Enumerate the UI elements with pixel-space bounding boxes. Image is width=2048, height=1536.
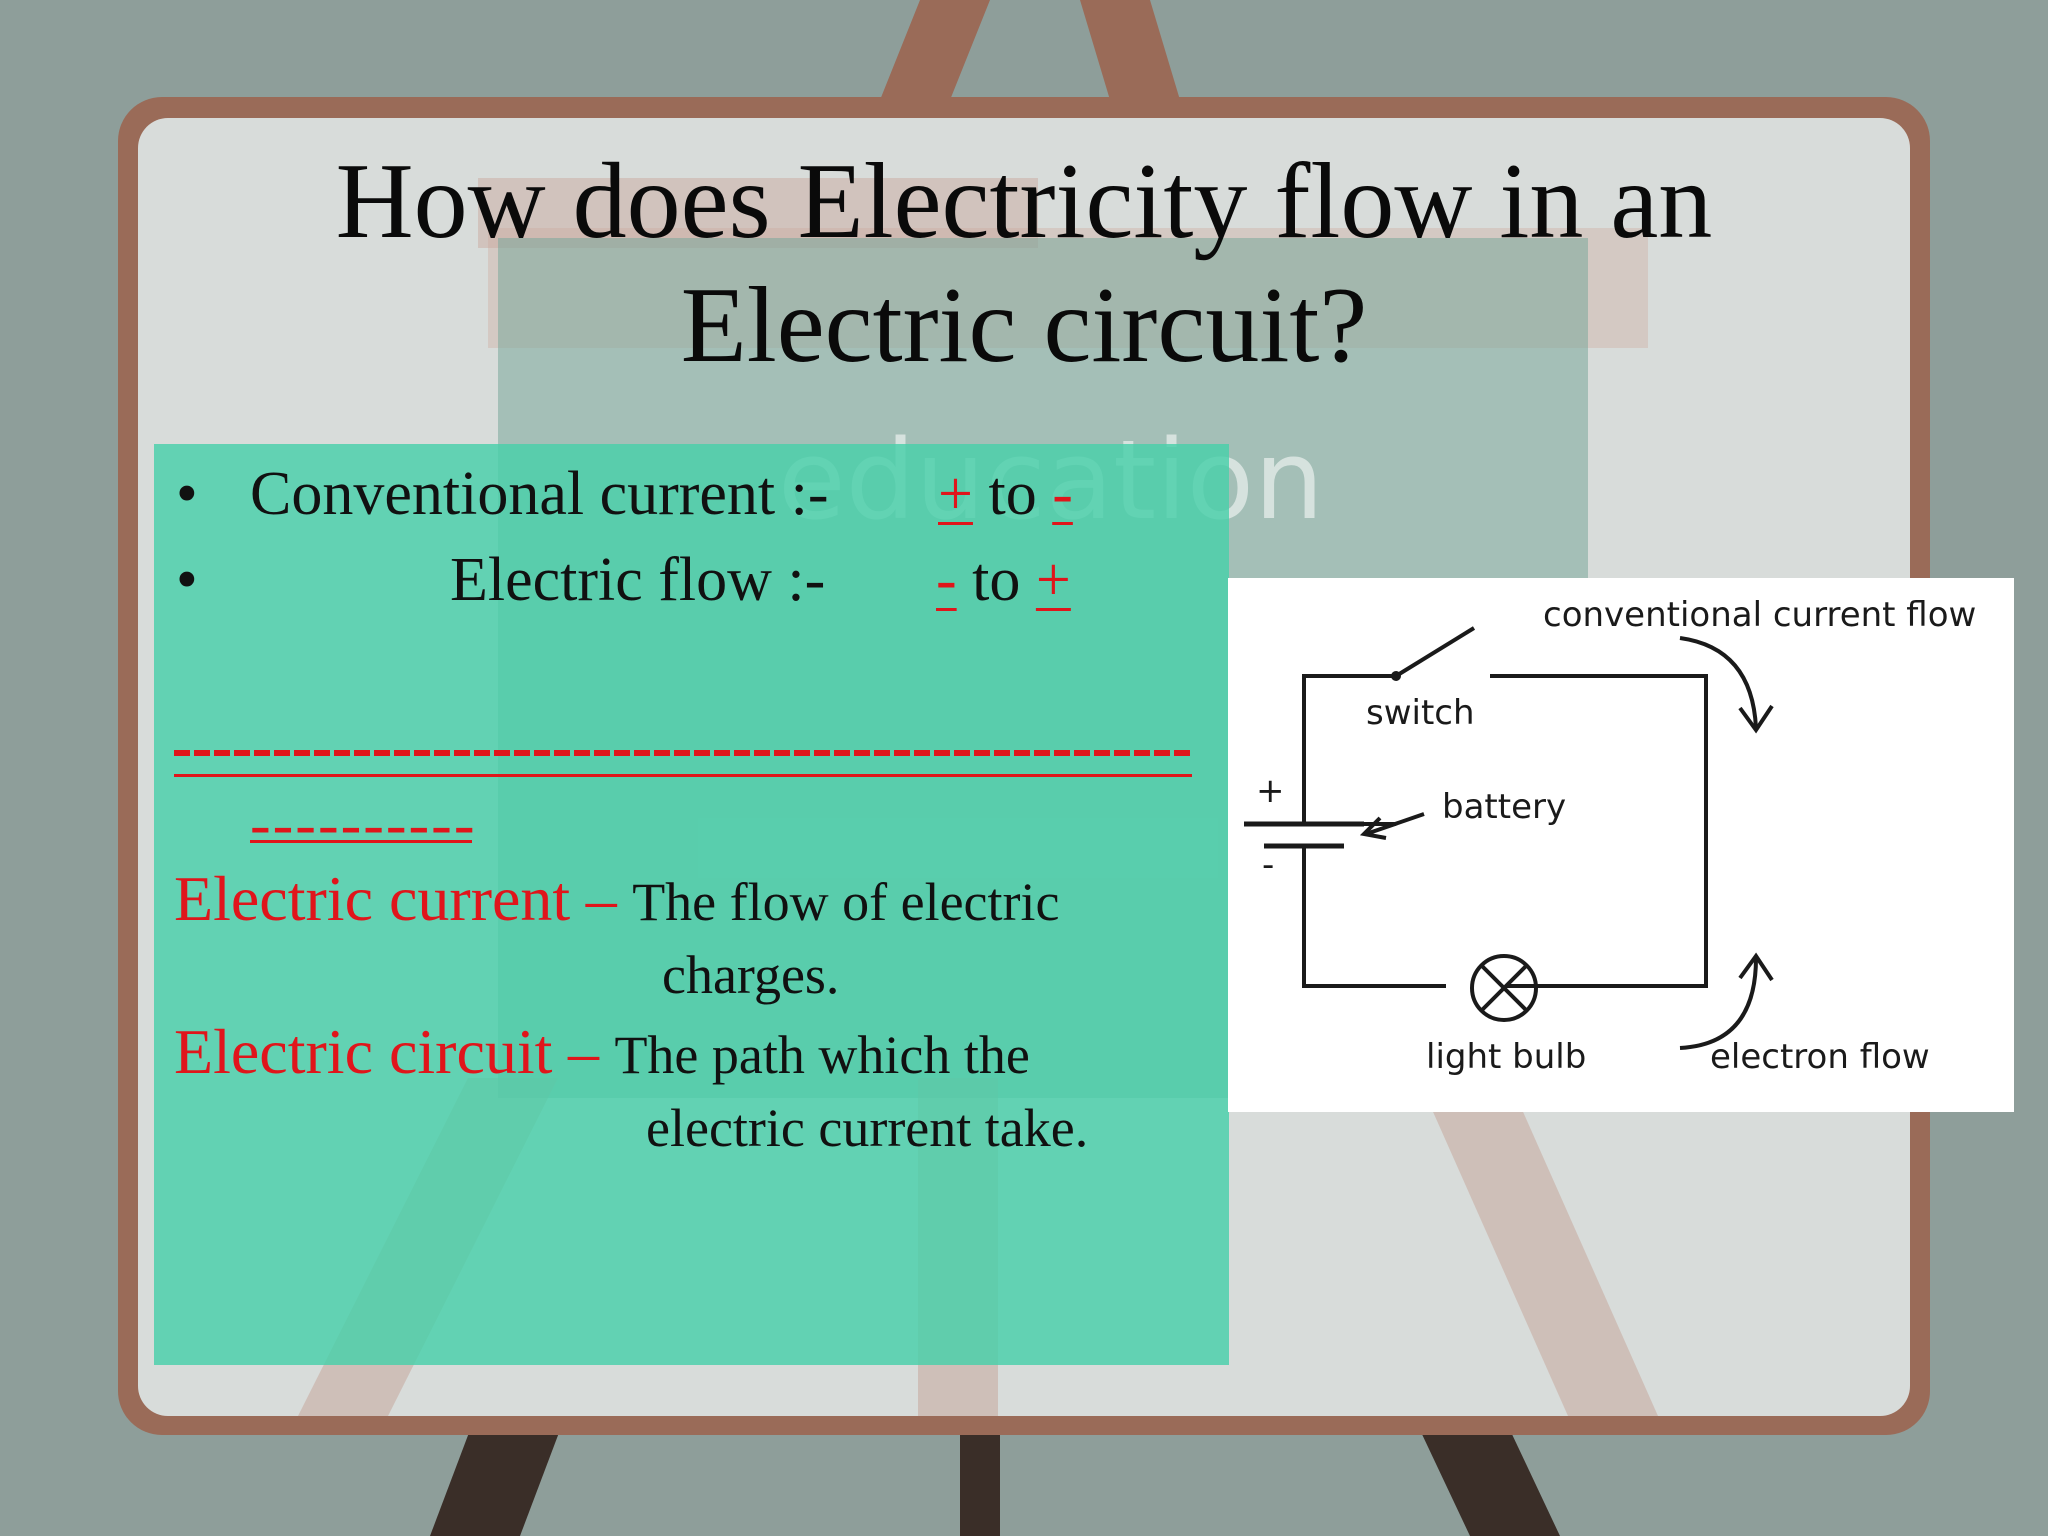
circuit-wire-right [1490, 674, 1708, 988]
definition-text-2: The path which the [614, 1025, 1030, 1085]
definition-text-1-cont: charges. [662, 945, 840, 1005]
definition-electric-circuit: Electric circuit – The path which the [174, 1017, 1030, 1090]
bullet-electric-flow-direction: - to + [936, 545, 1071, 615]
bullet-conventional-direction: + to - [938, 459, 1073, 529]
label-light-bulb: light bulb [1426, 1037, 1586, 1077]
term-electric-circuit: Electric circuit [174, 1016, 553, 1087]
plus-sign: + [1035, 546, 1071, 614]
definition-text-2-cont: electric current take. [646, 1098, 1089, 1158]
label-minus: - [1262, 845, 1274, 885]
bullet-electric-flow-label: Electric flow :- [450, 546, 826, 614]
separator-dashes [174, 750, 1192, 756]
conventional-arrow-head [1738, 704, 1774, 734]
plus-sign: + [938, 460, 973, 528]
label-switch: switch [1366, 693, 1475, 733]
bullet-marker-2: • [176, 546, 198, 614]
battery-pointer-head [1359, 816, 1387, 840]
switch-lever [1394, 626, 1476, 678]
definition-text-1: The flow of electric [632, 872, 1060, 932]
bullet-marker-1: • [176, 460, 198, 528]
label-conventional-current-flow: conventional current flow [1543, 595, 1976, 635]
switch-pivot [1391, 671, 1401, 681]
to-word: to [972, 546, 1021, 614]
separator-underline [174, 774, 1192, 777]
bulb-circle [1470, 954, 1538, 1022]
title-line-2: Electric circuit? [680, 266, 1368, 385]
content-panel [154, 444, 1229, 1365]
label-battery: battery [1442, 787, 1566, 827]
definition-dash: – [585, 866, 617, 934]
label-plus: + [1256, 771, 1285, 811]
minus-sign: - [936, 546, 957, 614]
title-line-1: How does Electricity flow in an [335, 142, 1713, 261]
separator-short-underline [250, 840, 472, 843]
slide-title: How does Electricity flow in an Electric… [138, 140, 1910, 388]
conventional-flow-arrow [1679, 636, 1758, 729]
definition-electric-current: Electric current – The flow of electric [174, 864, 1059, 937]
circuit-diagram: conventional current flow switch battery… [1228, 578, 2014, 1112]
battery-pointer [1365, 812, 1425, 836]
electron-flow-arrow [1679, 957, 1758, 1050]
minus-sign: - [1052, 460, 1073, 528]
bulb-cross-2 [1480, 964, 1528, 1012]
electron-arrow-head [1738, 952, 1774, 982]
term-electric-current: Electric current [174, 863, 571, 934]
to-word: to [988, 460, 1037, 528]
definition-dash: – [567, 1019, 599, 1087]
bullet-conventional-label: Conventional current :- [250, 460, 829, 528]
label-electron-flow: electron flow [1710, 1037, 1930, 1077]
circuit-wire-bottom [1302, 846, 1446, 988]
separator-short: ---------- [250, 791, 477, 859]
